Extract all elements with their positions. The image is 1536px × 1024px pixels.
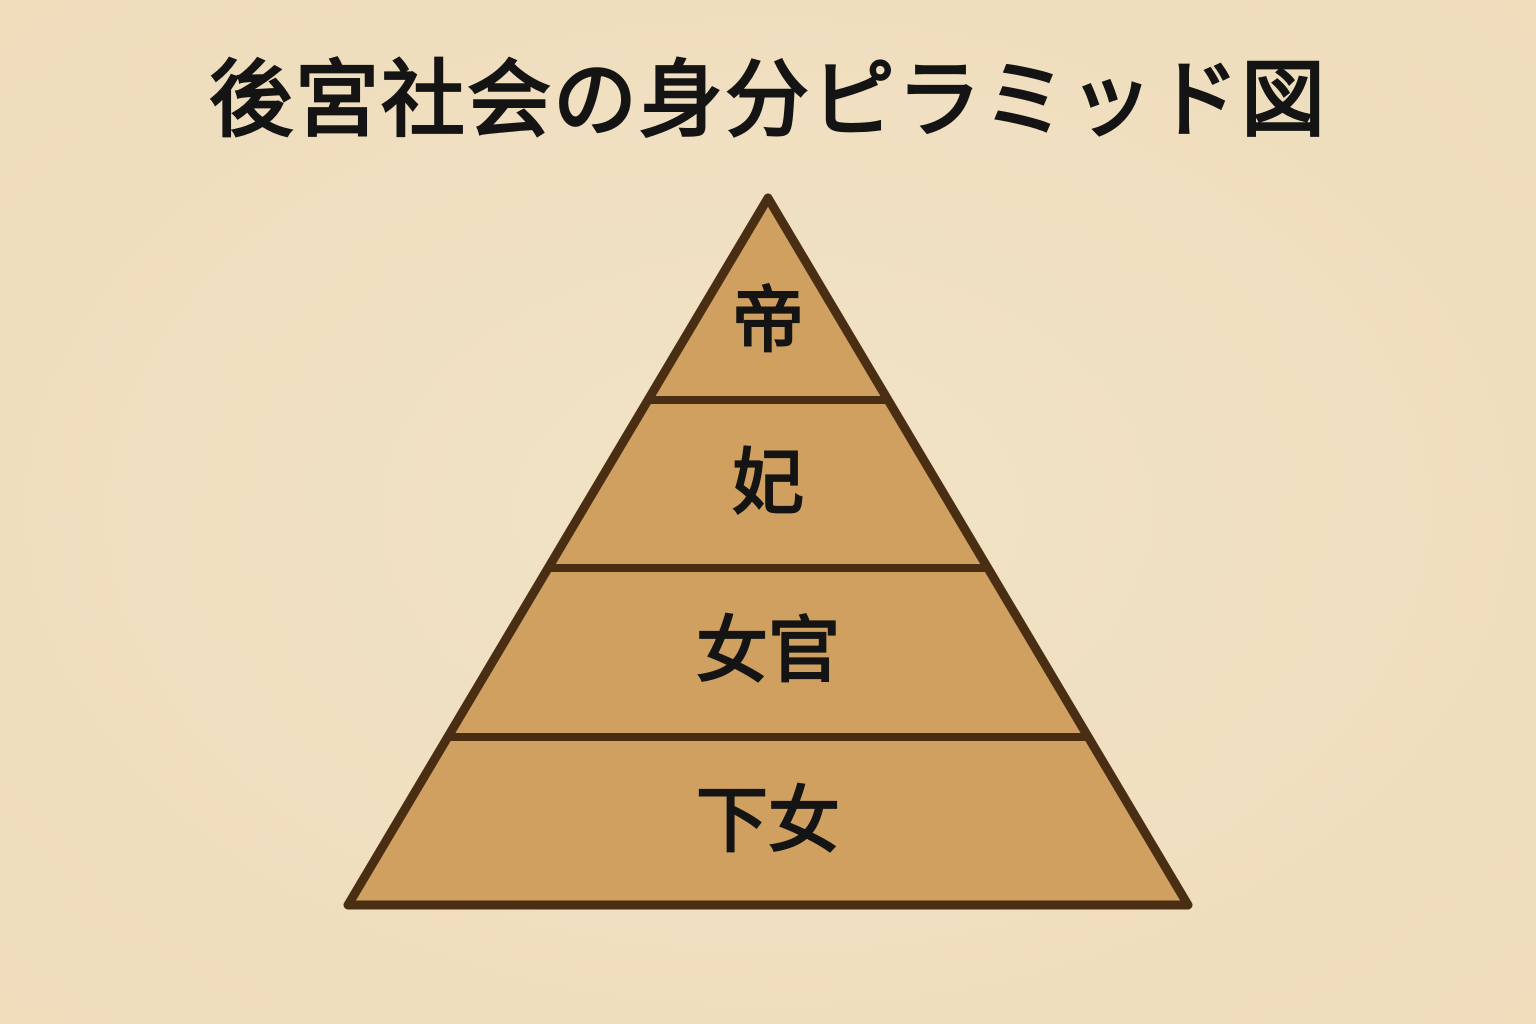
diagram-title: 後宮社会の身分ピラミッド図 xyxy=(208,51,1327,149)
tier-label-emperor: 帝 xyxy=(732,279,804,363)
tier-label-servant: 下女 xyxy=(696,779,840,863)
tier-label-court-lady: 女官 xyxy=(696,609,840,693)
tier-label-consort: 妃 xyxy=(732,441,804,525)
pyramid-body xyxy=(343,193,1193,910)
